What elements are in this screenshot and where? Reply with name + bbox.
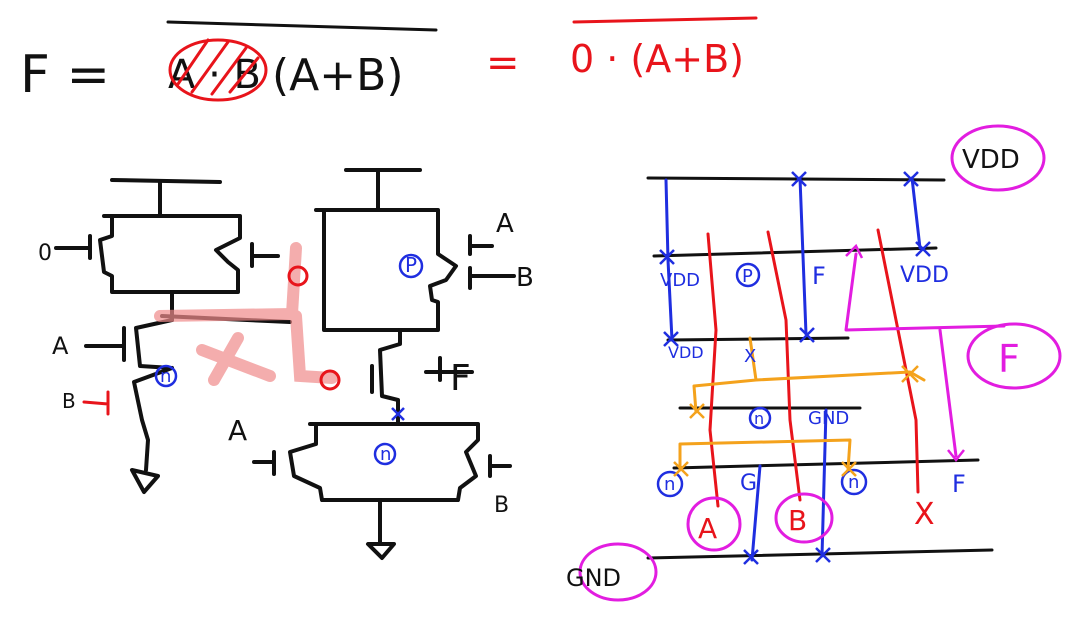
blue-x-mark [391,407,405,421]
highlight-path [154,242,338,384]
equation-equals: = [486,40,520,86]
vdd-bar-left [110,178,222,184]
stick-f-top: F [812,262,826,290]
output-stem [378,328,402,426]
stick-x: X [744,346,756,367]
magenta-arrows [845,243,965,463]
label-node-n1: n [160,366,171,387]
orange-2 [678,438,852,472]
stick-f-big: F [998,337,1020,381]
stick-n-circle [748,406,772,430]
stick-labels: VDD VDD VDD VDD P F X n GND n G n F F A … [566,124,1062,602]
stick-vdd: VDD [962,145,1020,175]
orange-1 [692,336,926,414]
red-node-1 [287,265,309,287]
label-output: F [450,358,471,399]
stick-vdd-small2: VDD [668,343,704,362]
metal-5 [820,408,828,558]
stick-diagram [646,176,1006,562]
poly-2 [766,230,802,502]
contact-marks [659,171,931,565]
pmos-left-gate [54,234,92,260]
orange-x-marks [673,365,919,477]
stick-a: A [698,512,717,545]
gnd-bubble [578,542,658,602]
stick-n2: n [664,474,675,495]
vdd-bubble [950,124,1046,192]
label-pmos-right: A [496,209,514,239]
label-nmos-b: B [62,389,76,413]
nmos-a-gate [84,326,126,362]
label-node-n2: n [380,444,391,465]
nmos-a [134,318,174,370]
stick-p: P [742,266,753,287]
equation-term2: (A+B) [272,50,403,101]
red-b-mark [82,390,110,416]
stick-gnd-mid: GND [808,408,849,429]
label-pair-b: B [494,493,509,518]
magenta-f [844,252,1006,458]
stick-gnd: GND [566,564,621,592]
circle-node-n1 [154,364,178,388]
stick-p-circle [735,262,761,288]
stick-b: B [788,504,807,537]
stick-vdd-mid: VDD [900,263,949,288]
rail-gnd [646,548,994,560]
equation-overline [166,20,438,32]
nmos-pair-gate-b [488,454,512,478]
highlight-x [196,332,276,386]
nmos-pair-gate-a [252,450,276,476]
poly-1 [706,232,720,508]
label-node-p: P [405,253,417,277]
circle-node-p [398,253,424,279]
nmos-pair [288,422,480,502]
red-node-2 [319,369,341,391]
b-bubble [774,492,834,544]
nmos-b [132,366,174,472]
stick-n3: n [848,472,859,493]
stick-n3-circle [840,468,868,496]
circuit-labels: 0 A B P n n A B F A B [38,209,534,518]
equation-rhs-overline [572,16,758,24]
equation-rhs: 0 · (A+B) [570,37,744,81]
gnd-left [130,468,160,494]
stick-vdd-small1: VDD [660,270,700,291]
pmos-left-gate-r [250,242,280,268]
stick-x-red: X [914,497,935,532]
stick-n: n [754,409,764,428]
label-pmos-mid: B [516,263,534,293]
metal-1 [664,178,674,342]
rail-3 [666,336,850,342]
circuit-highlight [82,242,341,416]
metal-3 [910,176,922,250]
rail-vdd [646,176,946,182]
stick-g: G [740,471,757,496]
equation-lhs: F = [20,45,110,105]
pmos-pair-left [98,214,242,294]
metal-2 [798,176,808,336]
output-gate [370,356,474,394]
f-bubble [966,322,1062,390]
rail-2 [652,246,938,258]
equation: F = A · B (A+B) = 0 · (A+B) [20,16,758,105]
gnd-right [366,542,396,560]
equation-strike [176,38,260,96]
metal-4 [750,464,762,562]
equation-circle [168,38,268,102]
pmos-pair-right [314,208,458,332]
pmos-right-gate [468,234,516,290]
stick-f-bottom: F [952,470,966,498]
stick-f-right: F [955,477,956,479]
stick-n2-circle [656,470,684,498]
cmos-circuit [54,168,516,560]
a-bubble [686,496,742,552]
label-pair-a: A [228,414,247,447]
circle-node-n2 [373,442,397,466]
label-pmos-left: 0 [38,241,52,266]
label-nmos-a: A [52,332,69,360]
